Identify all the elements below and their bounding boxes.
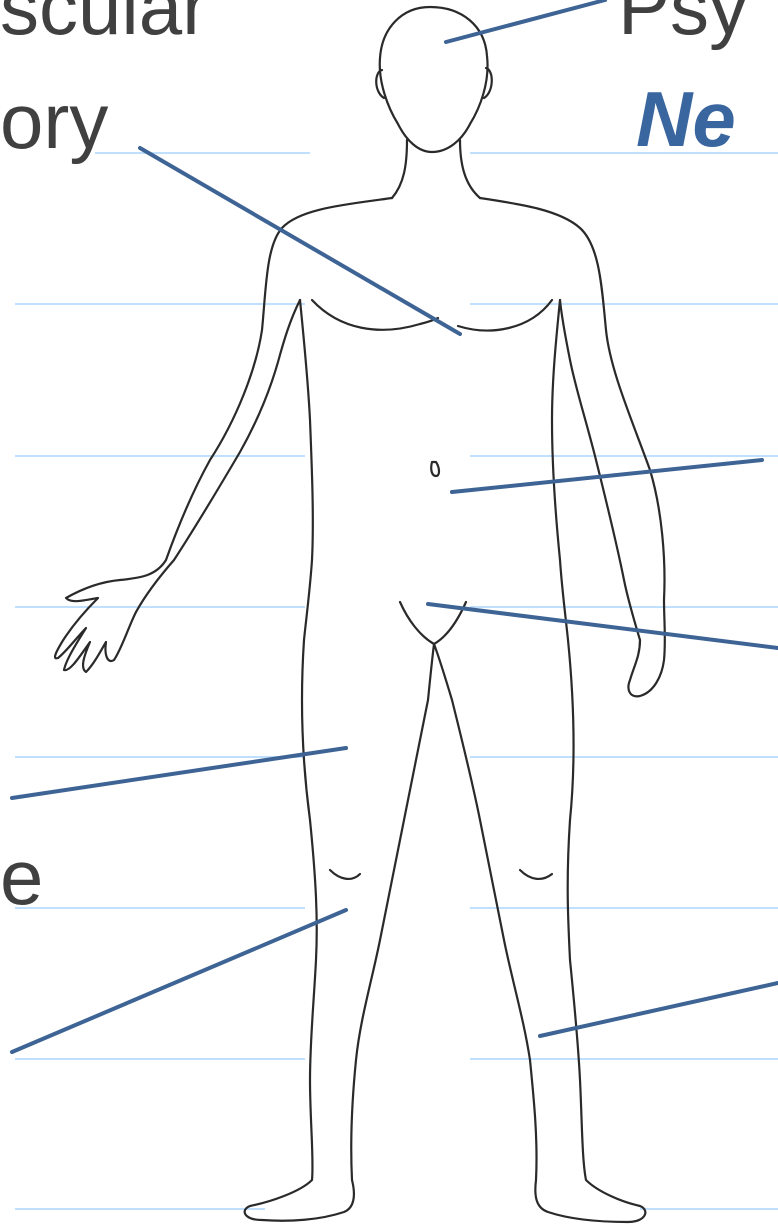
neck-outline xyxy=(460,140,480,198)
chest-outline xyxy=(458,300,552,330)
right-arm-outline xyxy=(560,300,640,640)
label-respiratory: ory xyxy=(0,82,108,160)
label-e: e xyxy=(0,838,43,916)
torso-outline xyxy=(552,300,568,640)
label-neuro: Ne xyxy=(636,80,736,158)
label-muscular: scular xyxy=(0,0,208,46)
left-arm-outline xyxy=(55,198,392,672)
neck-outline xyxy=(392,140,407,198)
knee-outline xyxy=(520,870,552,879)
leader-line-left-calf xyxy=(12,910,346,1052)
chest-outline xyxy=(312,300,438,330)
left-leg-outline xyxy=(245,640,434,1221)
leader-line-abdomen xyxy=(452,460,762,492)
navel-outline xyxy=(431,462,439,476)
head-outline xyxy=(380,7,488,152)
torso-outline xyxy=(300,300,313,640)
label-psychology: Psy xyxy=(618,0,748,46)
leader-line-groin xyxy=(428,604,778,648)
right-leg-outline xyxy=(434,640,645,1222)
leader-line-thigh xyxy=(12,748,346,798)
knee-outline xyxy=(330,870,360,879)
